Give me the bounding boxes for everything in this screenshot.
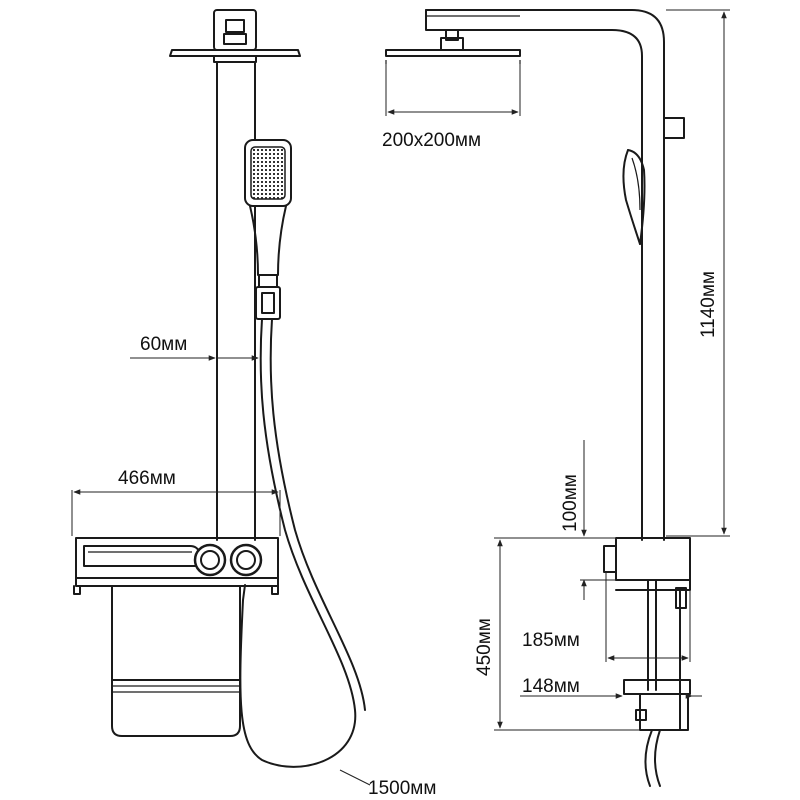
side-shower-arm xyxy=(425,9,685,541)
side-view: 200x200мм 1140м xyxy=(382,9,730,787)
label-1140mm: 1140мм xyxy=(698,271,719,338)
front-mixer-shelf xyxy=(73,537,279,595)
label-1500mm: 1500мм xyxy=(368,778,436,799)
label-185mm: 185мм xyxy=(522,630,580,651)
label-200x200mm: 200x200мм xyxy=(382,130,481,151)
dim-projection-outer: 185мм xyxy=(522,572,691,662)
front-hand-shower xyxy=(244,139,292,320)
dim-total-height: 1140мм xyxy=(666,9,730,537)
label-148mm: 148мм xyxy=(522,676,580,697)
dim-hose-length: 1500мм xyxy=(339,769,436,799)
front-top-bracket xyxy=(213,9,257,51)
front-basket xyxy=(111,585,241,737)
side-rain-head xyxy=(385,29,521,64)
dim-mixer-height: 450мм xyxy=(474,537,640,731)
dim-shelf-width: 466мм xyxy=(71,468,281,536)
front-rain-head xyxy=(169,49,301,63)
dim-spout-height: 100мм xyxy=(560,440,616,600)
front-shower-hose xyxy=(239,318,366,768)
front-view: 60мм 466мм 1500мм xyxy=(71,9,436,799)
side-mixer xyxy=(603,537,691,787)
label-100mm: 100мм xyxy=(560,474,581,532)
label-60mm: 60мм xyxy=(140,334,187,355)
dim-rain-head: 200x200мм xyxy=(382,64,521,151)
dim-projection-inner: 148мм xyxy=(520,676,702,699)
label-466mm: 466мм xyxy=(118,468,176,489)
side-hand-shower xyxy=(622,149,646,245)
dim-pipe-diameter: 60мм xyxy=(130,334,259,361)
front-vertical-pipe xyxy=(216,61,256,541)
label-450mm: 450мм xyxy=(474,618,495,676)
